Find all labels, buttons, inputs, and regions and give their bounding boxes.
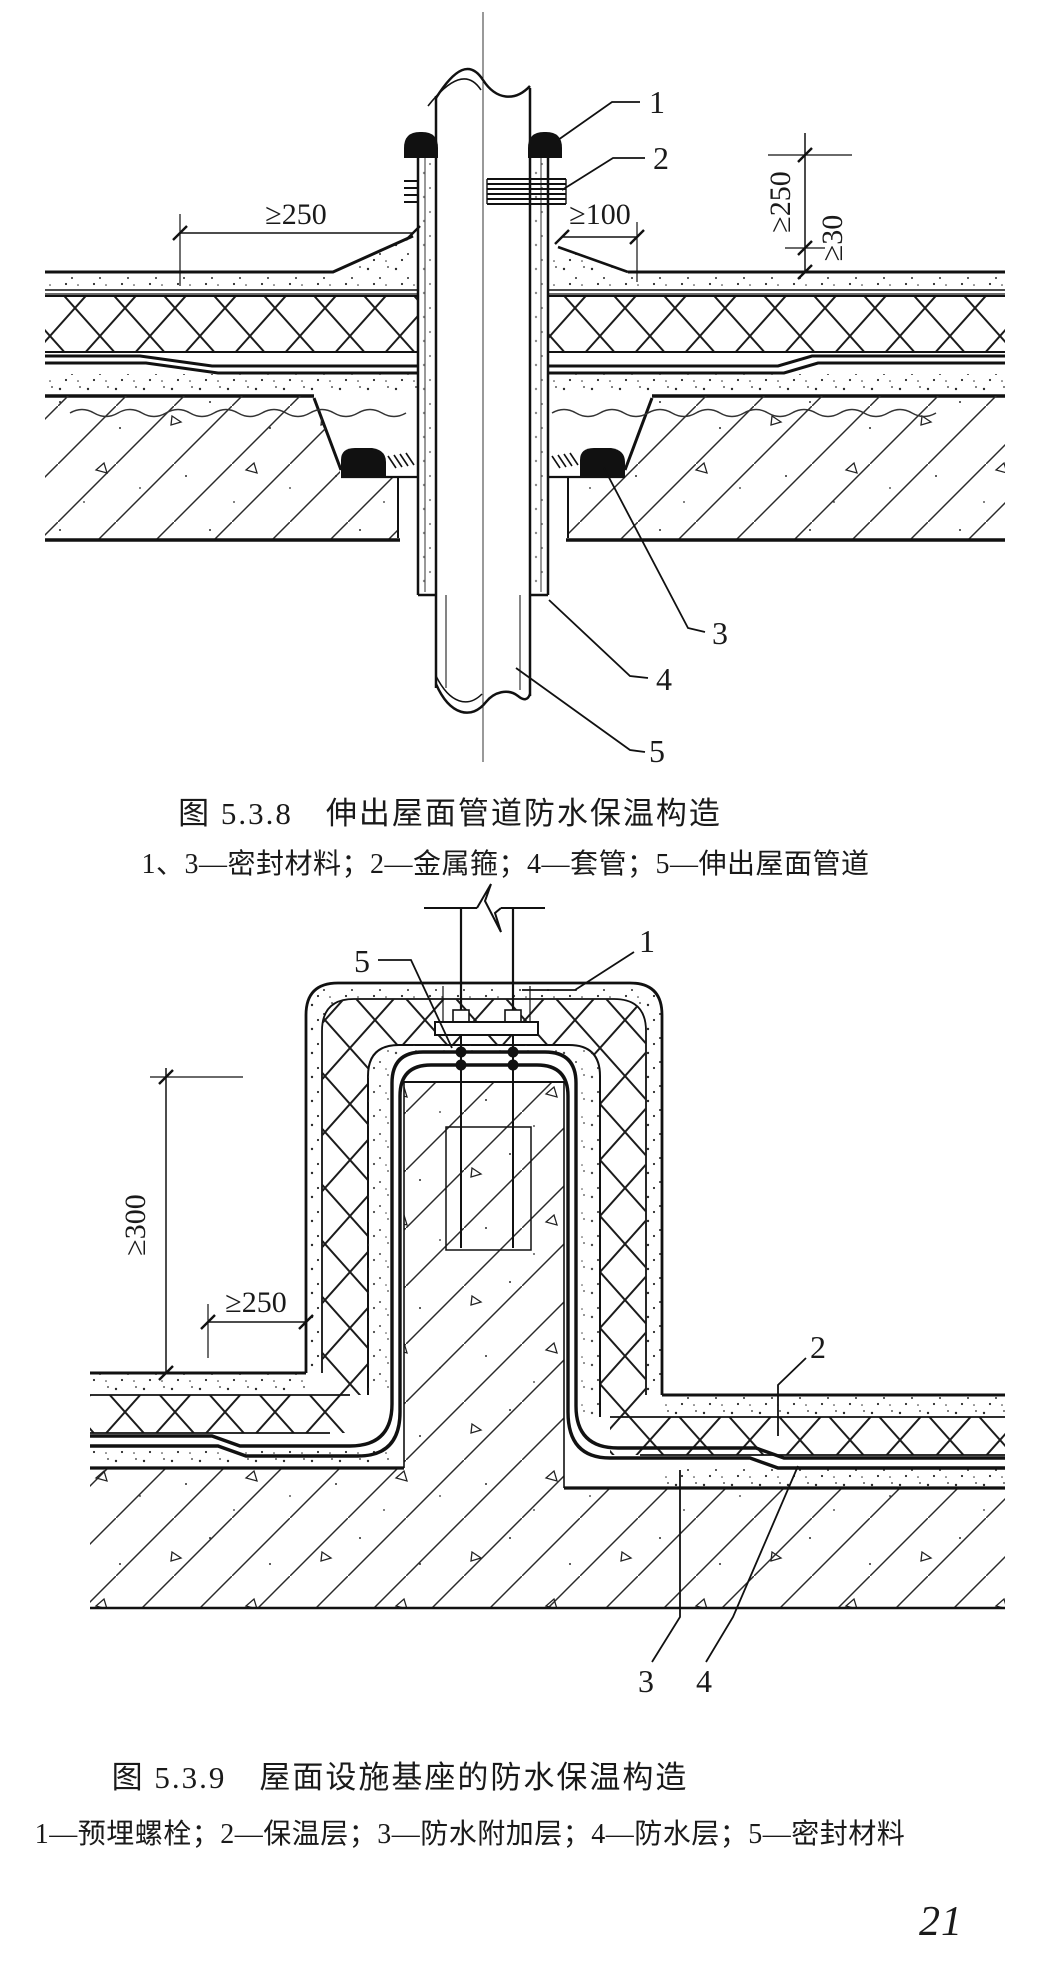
metal-clamp bbox=[404, 178, 567, 205]
callout-538-5: 5 bbox=[649, 733, 665, 769]
dim-538-left: ≥250 bbox=[265, 198, 326, 231]
roof-assembly-left bbox=[45, 234, 418, 542]
figure-538-caption: 图 5.3.8 伸出屋面管道防水保温构造 bbox=[178, 796, 722, 831]
break-symbol bbox=[476, 883, 502, 933]
callout-539-4: 4 bbox=[696, 1663, 712, 1699]
mortar-wave-right bbox=[551, 408, 937, 418]
sealant-right bbox=[580, 448, 625, 477]
leader-lines-539 bbox=[378, 951, 807, 1663]
embedded-bolt-assembly bbox=[424, 883, 545, 1248]
figure-538-drawing: ≥250 ≥100 ≥250 ≥30 1 2 3 4 5 bbox=[45, 12, 1005, 769]
figure-538-legend: 1、3—密封材料；2—金属箍；4—套管；5—伸出屋面管道 bbox=[141, 849, 870, 880]
page-number: 21 bbox=[919, 1899, 963, 1945]
roof-right-539 bbox=[610, 1393, 1005, 1488]
dim-538-mid: ≥100 bbox=[569, 198, 630, 231]
roof-left-539 bbox=[90, 1371, 390, 1468]
callout-538-2: 2 bbox=[653, 140, 669, 176]
sealant-dots bbox=[455, 1046, 519, 1071]
callout-539-2: 2 bbox=[810, 1329, 826, 1365]
waterproof-membranes bbox=[90, 1050, 1005, 1470]
dim-538-right-lower: ≥30 bbox=[816, 215, 849, 261]
pipe-and-sleeve bbox=[404, 67, 567, 714]
callout-538-1: 1 bbox=[649, 84, 665, 120]
mortar-wave-left bbox=[69, 408, 407, 418]
dimensions-539 bbox=[150, 1068, 314, 1381]
callout-538-3: 3 bbox=[712, 615, 728, 651]
anchor-plate bbox=[434, 1021, 539, 1036]
dim-538-right-upper: ≥250 bbox=[764, 171, 797, 232]
concrete-structure bbox=[90, 1081, 1005, 1610]
callout-539-5: 5 bbox=[354, 943, 370, 979]
figure-539-legend: 1—预埋螺栓；2—保温层；3—防水附加层；4—防水层；5—密封材料 bbox=[34, 1819, 906, 1850]
callout-539-3: 3 bbox=[638, 1663, 654, 1699]
figure-539-caption: 图 5.3.9 屋面设施基座的防水保温构造 bbox=[111, 1760, 689, 1795]
dim-539-height: ≥300 bbox=[119, 1194, 152, 1255]
anchor-block bbox=[445, 1126, 532, 1251]
sealant-cap-right bbox=[528, 132, 562, 158]
dim-539-offset: ≥250 bbox=[225, 1286, 286, 1319]
leader-lines-538 bbox=[515, 101, 706, 753]
dimensions-538 bbox=[172, 133, 852, 286]
figure-539-drawing: ≥300 ≥250 5 1 2 3 4 bbox=[90, 883, 1005, 1699]
sealant-left bbox=[341, 448, 386, 477]
callout-539-1: 1 bbox=[639, 923, 655, 959]
roof-assembly-right bbox=[548, 245, 1005, 542]
sealant-cap-left bbox=[404, 132, 438, 158]
callout-538-4: 4 bbox=[656, 661, 672, 697]
